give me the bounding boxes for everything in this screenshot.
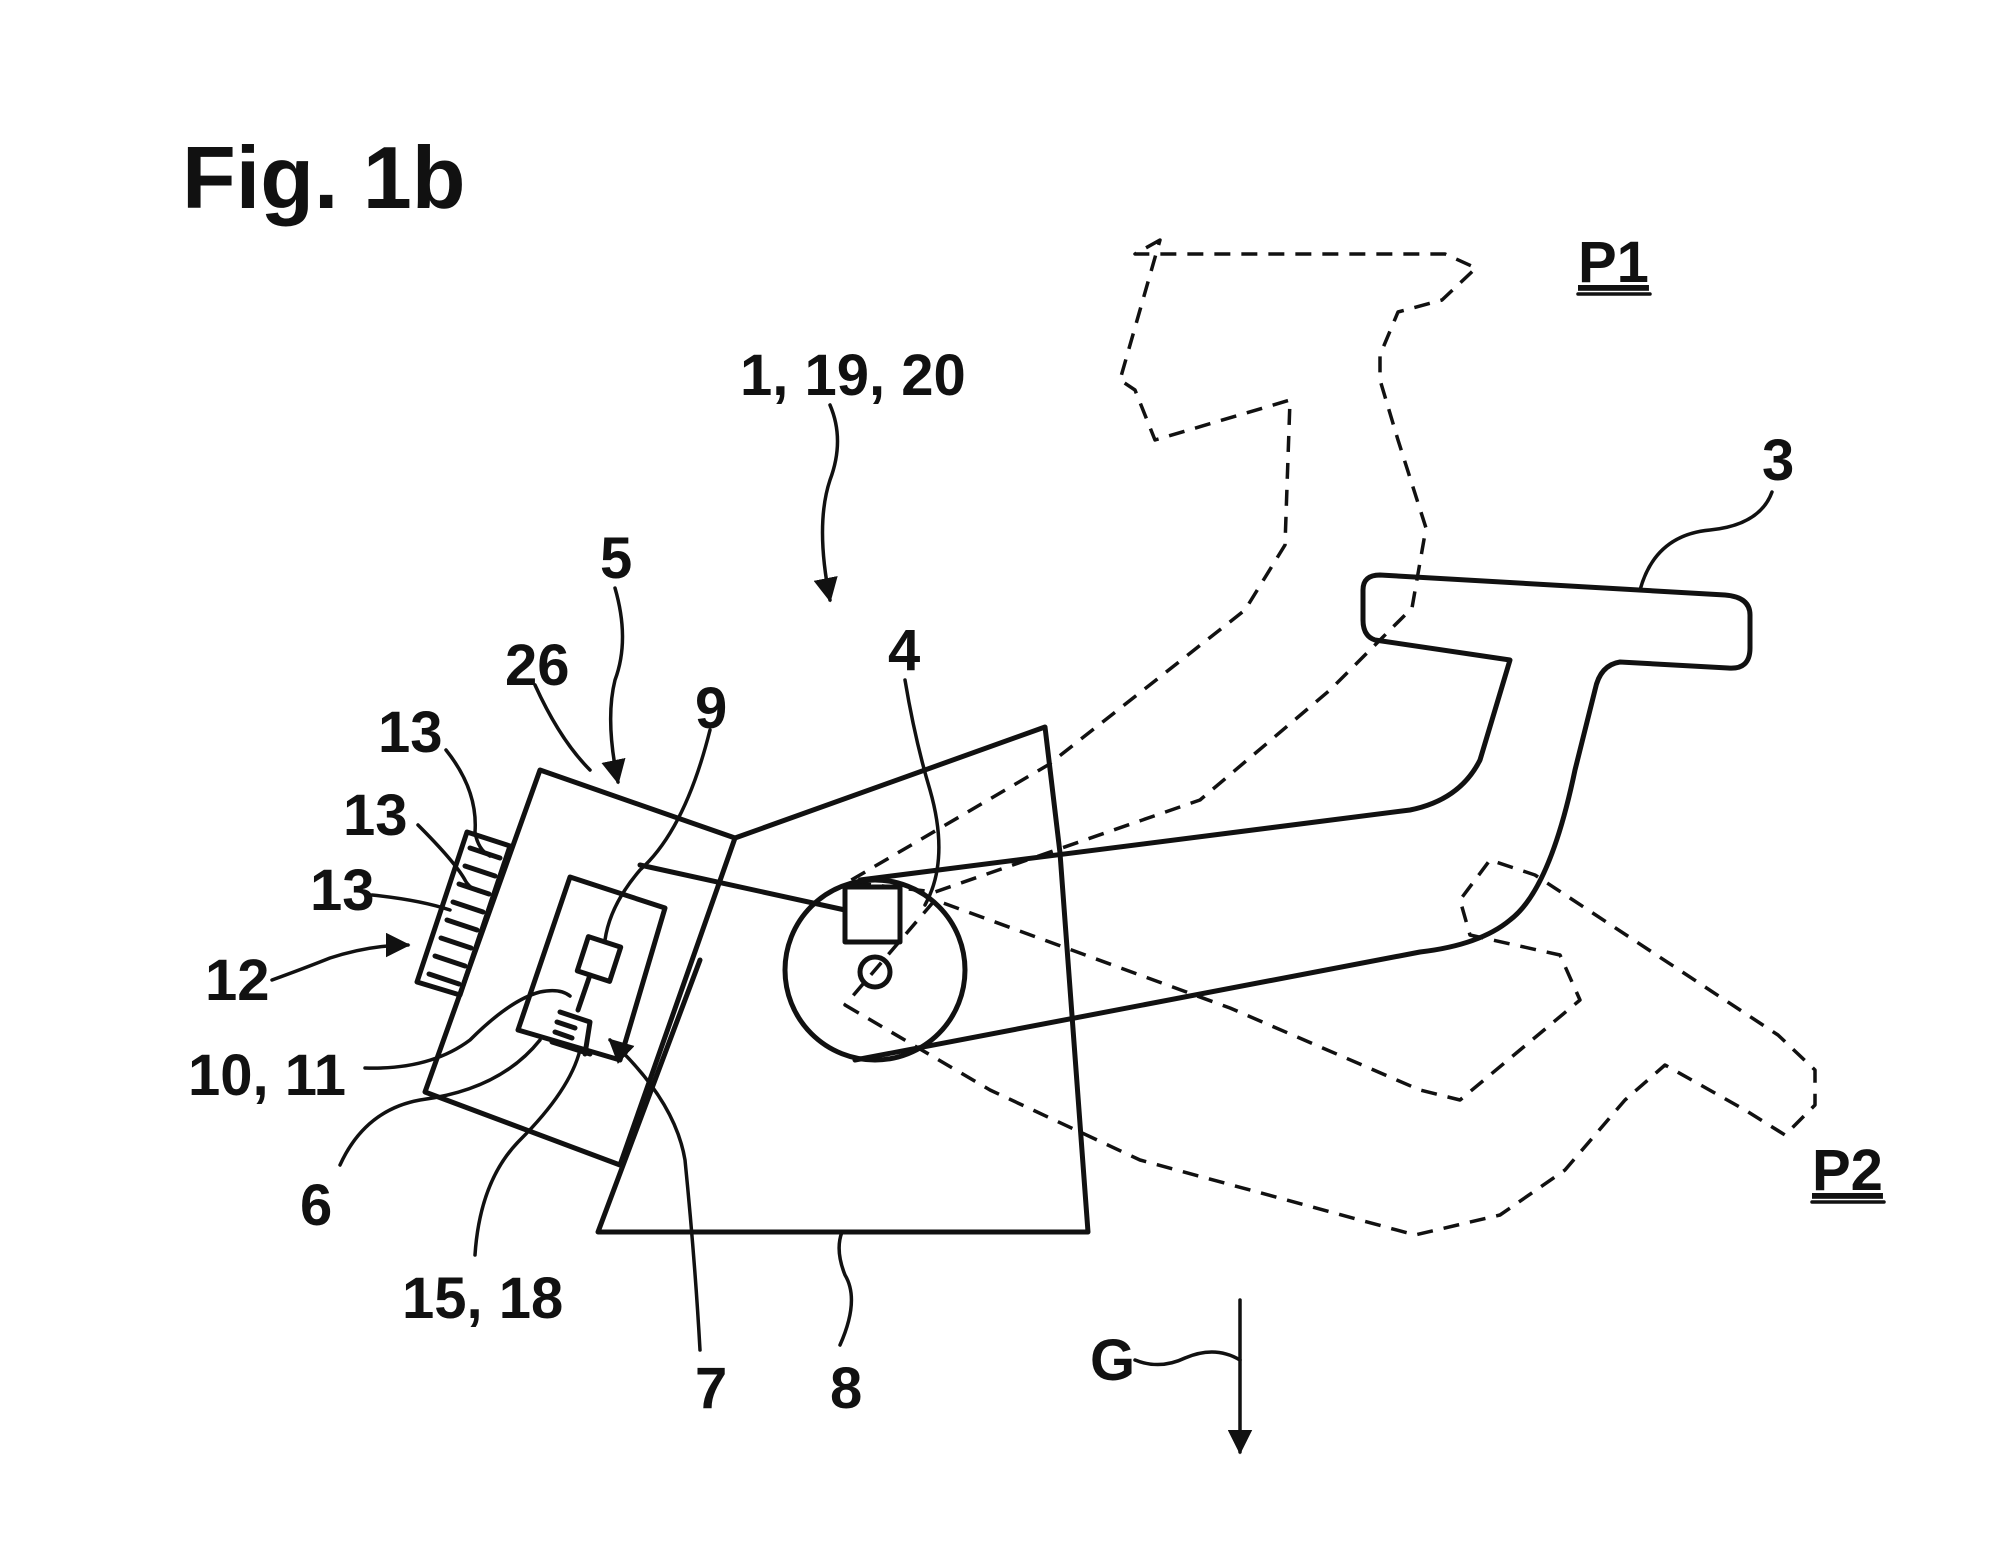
- pedal-arm: [852, 572, 1753, 1063]
- label-sensor-pair: 10, 11: [188, 1043, 346, 1108]
- label-pin-mid: 13: [343, 783, 408, 848]
- label-position-p2: P2: [1812, 1138, 1883, 1203]
- pedal-position-p1-outline: [846, 238, 1478, 894]
- label-bracket: 8: [830, 1356, 862, 1421]
- leader-10-11: [363, 988, 572, 1070]
- label-circuit-board: 7: [695, 1356, 727, 1421]
- leader-assembly: [813, 403, 840, 603]
- mounting-bracket: [595, 724, 1091, 1235]
- chip-wire: [575, 972, 593, 1013]
- leader-26: [533, 683, 592, 772]
- leader-13-bottom: [370, 893, 452, 912]
- pedal-position-p2-outline: [843, 858, 1817, 1237]
- figure-title: Fig. 1b: [182, 128, 466, 227]
- leader-12: [270, 932, 411, 982]
- pivot-wheel: [782, 877, 968, 1063]
- sensor-element: [549, 1009, 593, 1057]
- label-cover: 26: [505, 633, 570, 698]
- sensor-link: [637, 862, 848, 913]
- leader-8: [837, 1230, 854, 1347]
- circuit-board: [515, 874, 668, 1063]
- leader-7: [608, 1038, 702, 1352]
- leader-5: [601, 586, 626, 785]
- leader-6: [338, 1038, 542, 1167]
- label-housing: 5: [600, 526, 632, 591]
- label-sensor-element: 6: [300, 1173, 332, 1238]
- leader-4: [903, 678, 941, 907]
- label-chip: 9: [695, 676, 727, 741]
- leader-13-top: [444, 748, 492, 858]
- pivot-axle: [857, 954, 893, 990]
- connector-block: [414, 829, 513, 998]
- label-position-p1: P1: [1578, 230, 1649, 295]
- leader-9: [603, 728, 712, 942]
- pivot-sensor-box: [842, 884, 903, 945]
- label-assembly: 1, 19, 20: [740, 343, 966, 408]
- label-connector: 12: [205, 948, 270, 1013]
- label-gravity: G: [1090, 1328, 1135, 1393]
- leader-3: [1638, 490, 1774, 592]
- leader-13-mid: [416, 823, 487, 895]
- label-pin-top: 13: [378, 700, 443, 765]
- label-pedal: 3: [1762, 428, 1794, 493]
- leader-g: [1133, 1350, 1242, 1367]
- chip-9: [574, 934, 624, 984]
- label-pivot-sensor: 4: [888, 618, 920, 683]
- label-electronics: 15, 18: [402, 1266, 563, 1331]
- label-pin-bottom: 13: [310, 858, 375, 923]
- leader-15-18: [473, 1048, 582, 1257]
